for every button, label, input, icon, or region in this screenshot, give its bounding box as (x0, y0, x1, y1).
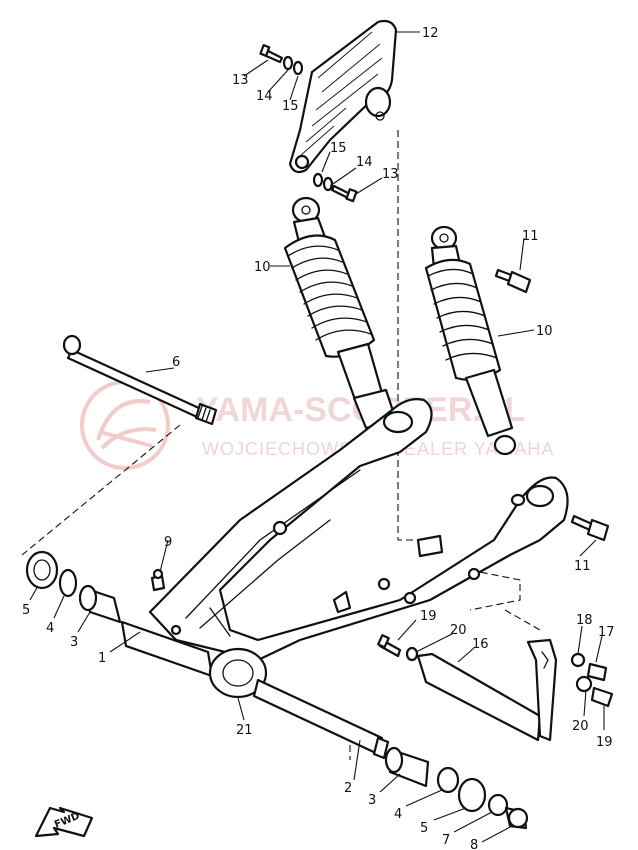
right-pivot-hardware (252, 678, 529, 830)
callout-3-left: 3 (70, 635, 78, 650)
leader-lines (29, 31, 605, 843)
pivot-shaft (62, 334, 218, 426)
callout-11-bottom: 11 (574, 559, 591, 574)
callout-2: 2 (344, 781, 352, 796)
callout-8: 8 (470, 838, 478, 850)
left-rear-shock (283, 196, 398, 430)
callout-21: 21 (236, 723, 253, 738)
callout-labels: 12 13 14 15 15 14 13 10 11 10 6 9 11 5 4… (22, 26, 615, 850)
callout-15-top: 15 (282, 99, 299, 114)
callout-7: 7 (442, 833, 450, 848)
callout-10-left: 10 (254, 260, 271, 275)
callout-9: 9 (164, 535, 172, 550)
callout-3-right: 3 (368, 793, 376, 808)
upper-shock-bracket (288, 19, 398, 174)
callout-10-right: 10 (536, 324, 553, 339)
callout-12: 12 (422, 26, 439, 41)
callout-16: 16 (472, 637, 489, 652)
grease-nipple (150, 568, 166, 592)
bracket-hardware-right (570, 652, 614, 708)
callout-11-top: 11 (522, 229, 539, 244)
upper-shock-bolt (494, 268, 532, 294)
callout-14-bottom: 14 (356, 155, 373, 170)
callout-4-right: 4 (394, 807, 402, 822)
swingarm (120, 398, 569, 699)
upper-mount-hardware-top (259, 44, 304, 76)
callout-13-bottom: 13 (382, 167, 399, 182)
bracket-bolt-left (377, 634, 419, 662)
callout-14-top: 14 (256, 89, 273, 104)
callout-17: 17 (598, 625, 615, 640)
callout-5-right: 5 (420, 821, 428, 836)
left-pivot-hardware (25, 550, 122, 624)
callout-4-left: 4 (46, 621, 54, 636)
callout-19-left: 19 (420, 609, 437, 624)
callout-15-bottom: 15 (330, 141, 347, 156)
callout-20-left: 20 (450, 623, 467, 638)
chain-case-bracket (416, 638, 558, 742)
forward-direction-arrow: FWD (34, 806, 94, 838)
callout-6: 6 (172, 355, 180, 370)
callout-13-top: 13 (232, 73, 249, 88)
callout-1: 1 (98, 651, 106, 666)
callout-5-left: 5 (22, 603, 30, 618)
lower-shock-bolt (570, 514, 610, 542)
callout-19-right: 19 (596, 735, 613, 750)
callout-20-right: 20 (572, 719, 589, 734)
right-rear-shock (424, 225, 517, 456)
callout-18: 18 (576, 613, 593, 628)
upper-mount-hardware-bottom (312, 172, 358, 203)
